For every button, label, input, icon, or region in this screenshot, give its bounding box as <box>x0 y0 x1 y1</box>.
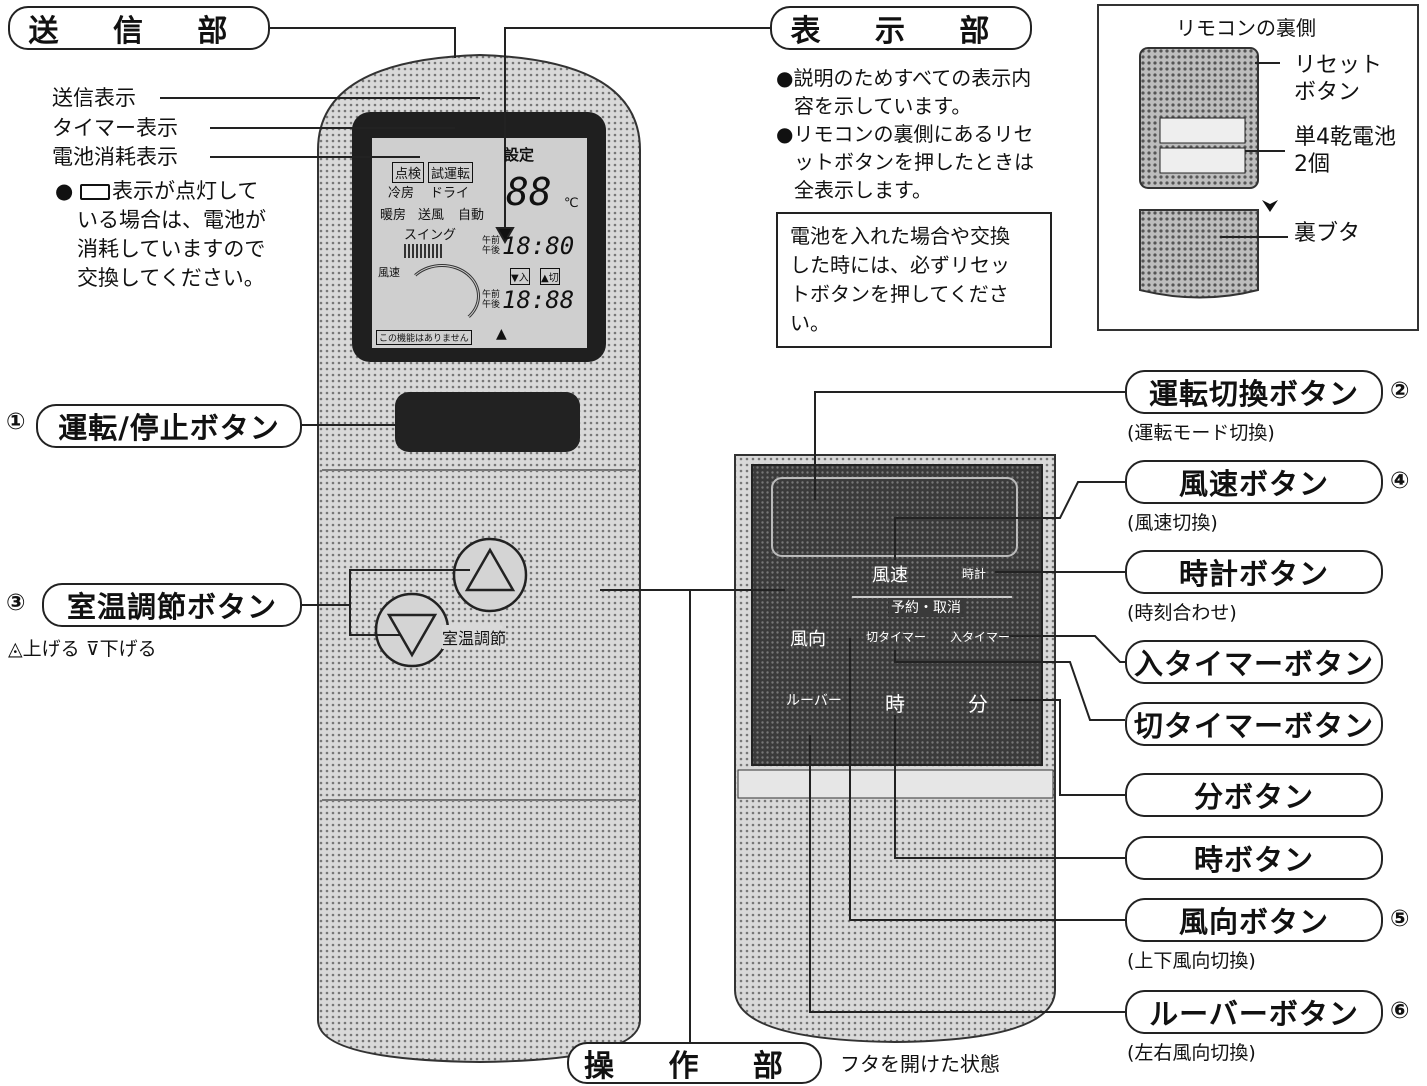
louver-icon <box>404 244 442 258</box>
mode-sub: (運転モード切換) <box>1127 422 1275 444</box>
backside-reset-label: リセットボタン <box>1294 53 1383 105</box>
off-timer-button-label: 切タイマーボタン <box>1125 702 1383 746</box>
battery-note: ● 表示が点灯して いる場合は、電池が 消耗していますので 交換してください。 <box>55 179 266 290</box>
fan-button-label: 風速ボタン <box>1125 460 1383 504</box>
display-note-1: ●説明のためすべての表示内 容を示しています。 ●リモコンの裏側にあるリセ ット… <box>776 66 1034 202</box>
minute-button-label: 分ボタン <box>1125 773 1383 817</box>
lcd-ampm-2: 午前 午後 <box>482 290 501 310</box>
panel-direction-button[interactable]: 風向 <box>790 629 826 650</box>
up-circle-icon: ◬ <box>8 638 23 660</box>
fan-sub: (風速切換) <box>1127 512 1218 534</box>
run-stop-button-label: 運転/停止ボタン <box>36 404 302 448</box>
lcd-screen <box>372 138 587 348</box>
lcd-dry: ドライ <box>430 186 470 201</box>
section-display: 表 示 部 <box>770 6 1032 50</box>
mode-number: ② <box>1390 378 1410 404</box>
battery-indicator-label: 電池消耗表示 <box>52 145 178 169</box>
lcd-up-arrow-icon: ▲ <box>496 326 507 342</box>
lcd-time-2: 18:88 <box>502 286 575 314</box>
run-stop-number: ① <box>6 409 26 435</box>
reset-leader <box>1255 62 1280 64</box>
section-transmit: 送 信 部 <box>8 6 270 50</box>
lcd-unavailable: この機能はありません <box>376 330 472 345</box>
reserve-divider <box>852 596 1012 598</box>
panel-reserve-label: 予約・取消 <box>888 597 964 617</box>
panel-off-timer-button[interactable]: 切タイマー <box>866 630 927 644</box>
panel-louver-button[interactable]: ルーバー <box>786 693 842 709</box>
down-circle-icon: ⊽ <box>85 638 100 660</box>
louver-sub: (左右風向切換) <box>1127 1042 1256 1064</box>
lcd-auto: 自動 <box>458 208 485 223</box>
direction-sub: (上下風向切換) <box>1127 950 1256 972</box>
clock-button-label: 時計ボタン <box>1125 550 1383 594</box>
lcd-ampm-1: 午前 午後 <box>482 236 501 256</box>
lcd-on: ▼入 <box>510 268 530 285</box>
lcd-unit: ℃ <box>564 196 579 211</box>
bullet-icon: ● <box>776 66 794 90</box>
bullet-icon: ● <box>55 179 74 203</box>
panel-clock-button[interactable]: 時計 <box>962 567 987 581</box>
on-timer-button-label: 入タイマーボタン <box>1125 640 1383 684</box>
panel-on-timer-button[interactable]: 入タイマー <box>950 630 1011 644</box>
backside-title: リモコンの裏側 <box>1176 16 1316 40</box>
transmit-indicator-label: 送信表示 <box>52 86 136 110</box>
lcd-setting: 設定 <box>504 146 535 164</box>
direction-button-label: 風向ボタン <box>1125 898 1383 942</box>
battery-leader <box>1245 150 1285 152</box>
direction-number: ⑤ <box>1390 906 1410 932</box>
louver-button-label: ルーバーボタン <box>1125 990 1383 1034</box>
connector-lines <box>160 27 1125 1062</box>
temp-number: ③ <box>6 590 26 616</box>
backside-cover-label: 裏ブタ <box>1294 221 1361 246</box>
reset-notice-box: 電池を入れた場合や交換 した時には、必ずリセッ トボタンを押してくださ い。 <box>776 212 1052 348</box>
bullet-icon: ● <box>776 122 794 146</box>
remote-front <box>317 53 641 1064</box>
cover-leader <box>1220 236 1288 238</box>
panel-hour-button[interactable]: 時 <box>885 692 905 716</box>
lcd-content: 設定 点検 試運転 冷房 ドライ 暖房 送風 自動 88 ℃ スイング 風速 午… <box>374 140 586 346</box>
lcd-temp: 88 <box>506 170 552 214</box>
lcd-time-1: 18:80 <box>502 232 575 260</box>
temp-adjust-label: 室温調節 <box>442 625 507 649</box>
backside-panel <box>1097 4 1419 331</box>
operation-note: フタを開けた状態 <box>840 1052 1000 1076</box>
temp-button-label: 室温調節ボタン <box>42 583 302 627</box>
hour-button-label: 時ボタン <box>1125 836 1383 880</box>
lcd-off: ▲切 <box>540 268 560 285</box>
lcd-swing: スイング <box>404 228 457 243</box>
lcd-check: 点検 <box>392 162 425 183</box>
lcd-speed: 風速 <box>378 266 400 279</box>
fan-speed-icon <box>404 264 480 328</box>
temp-sub: ◬上げる ⊽下げる <box>8 638 157 660</box>
timer-indicator-label: タイマー表示 <box>52 116 178 140</box>
louver-number: ⑥ <box>1390 998 1410 1024</box>
battery-icon <box>80 184 111 200</box>
lcd-heat: 暖房 <box>380 208 407 223</box>
clock-sub: (時刻合わせ) <box>1127 602 1237 624</box>
panel-fan-button[interactable]: 風速 <box>872 565 908 586</box>
panel-minute-button[interactable]: 分 <box>968 692 988 716</box>
lcd-fanmode: 送風 <box>418 208 445 223</box>
lcd-trial: 試運転 <box>428 162 474 183</box>
mode-button-label: 運転切換ボタン <box>1125 370 1383 414</box>
lcd-cool: 冷房 <box>388 186 415 201</box>
section-operation: 操 作 部 <box>567 1042 822 1084</box>
fan-number: ④ <box>1390 468 1410 494</box>
